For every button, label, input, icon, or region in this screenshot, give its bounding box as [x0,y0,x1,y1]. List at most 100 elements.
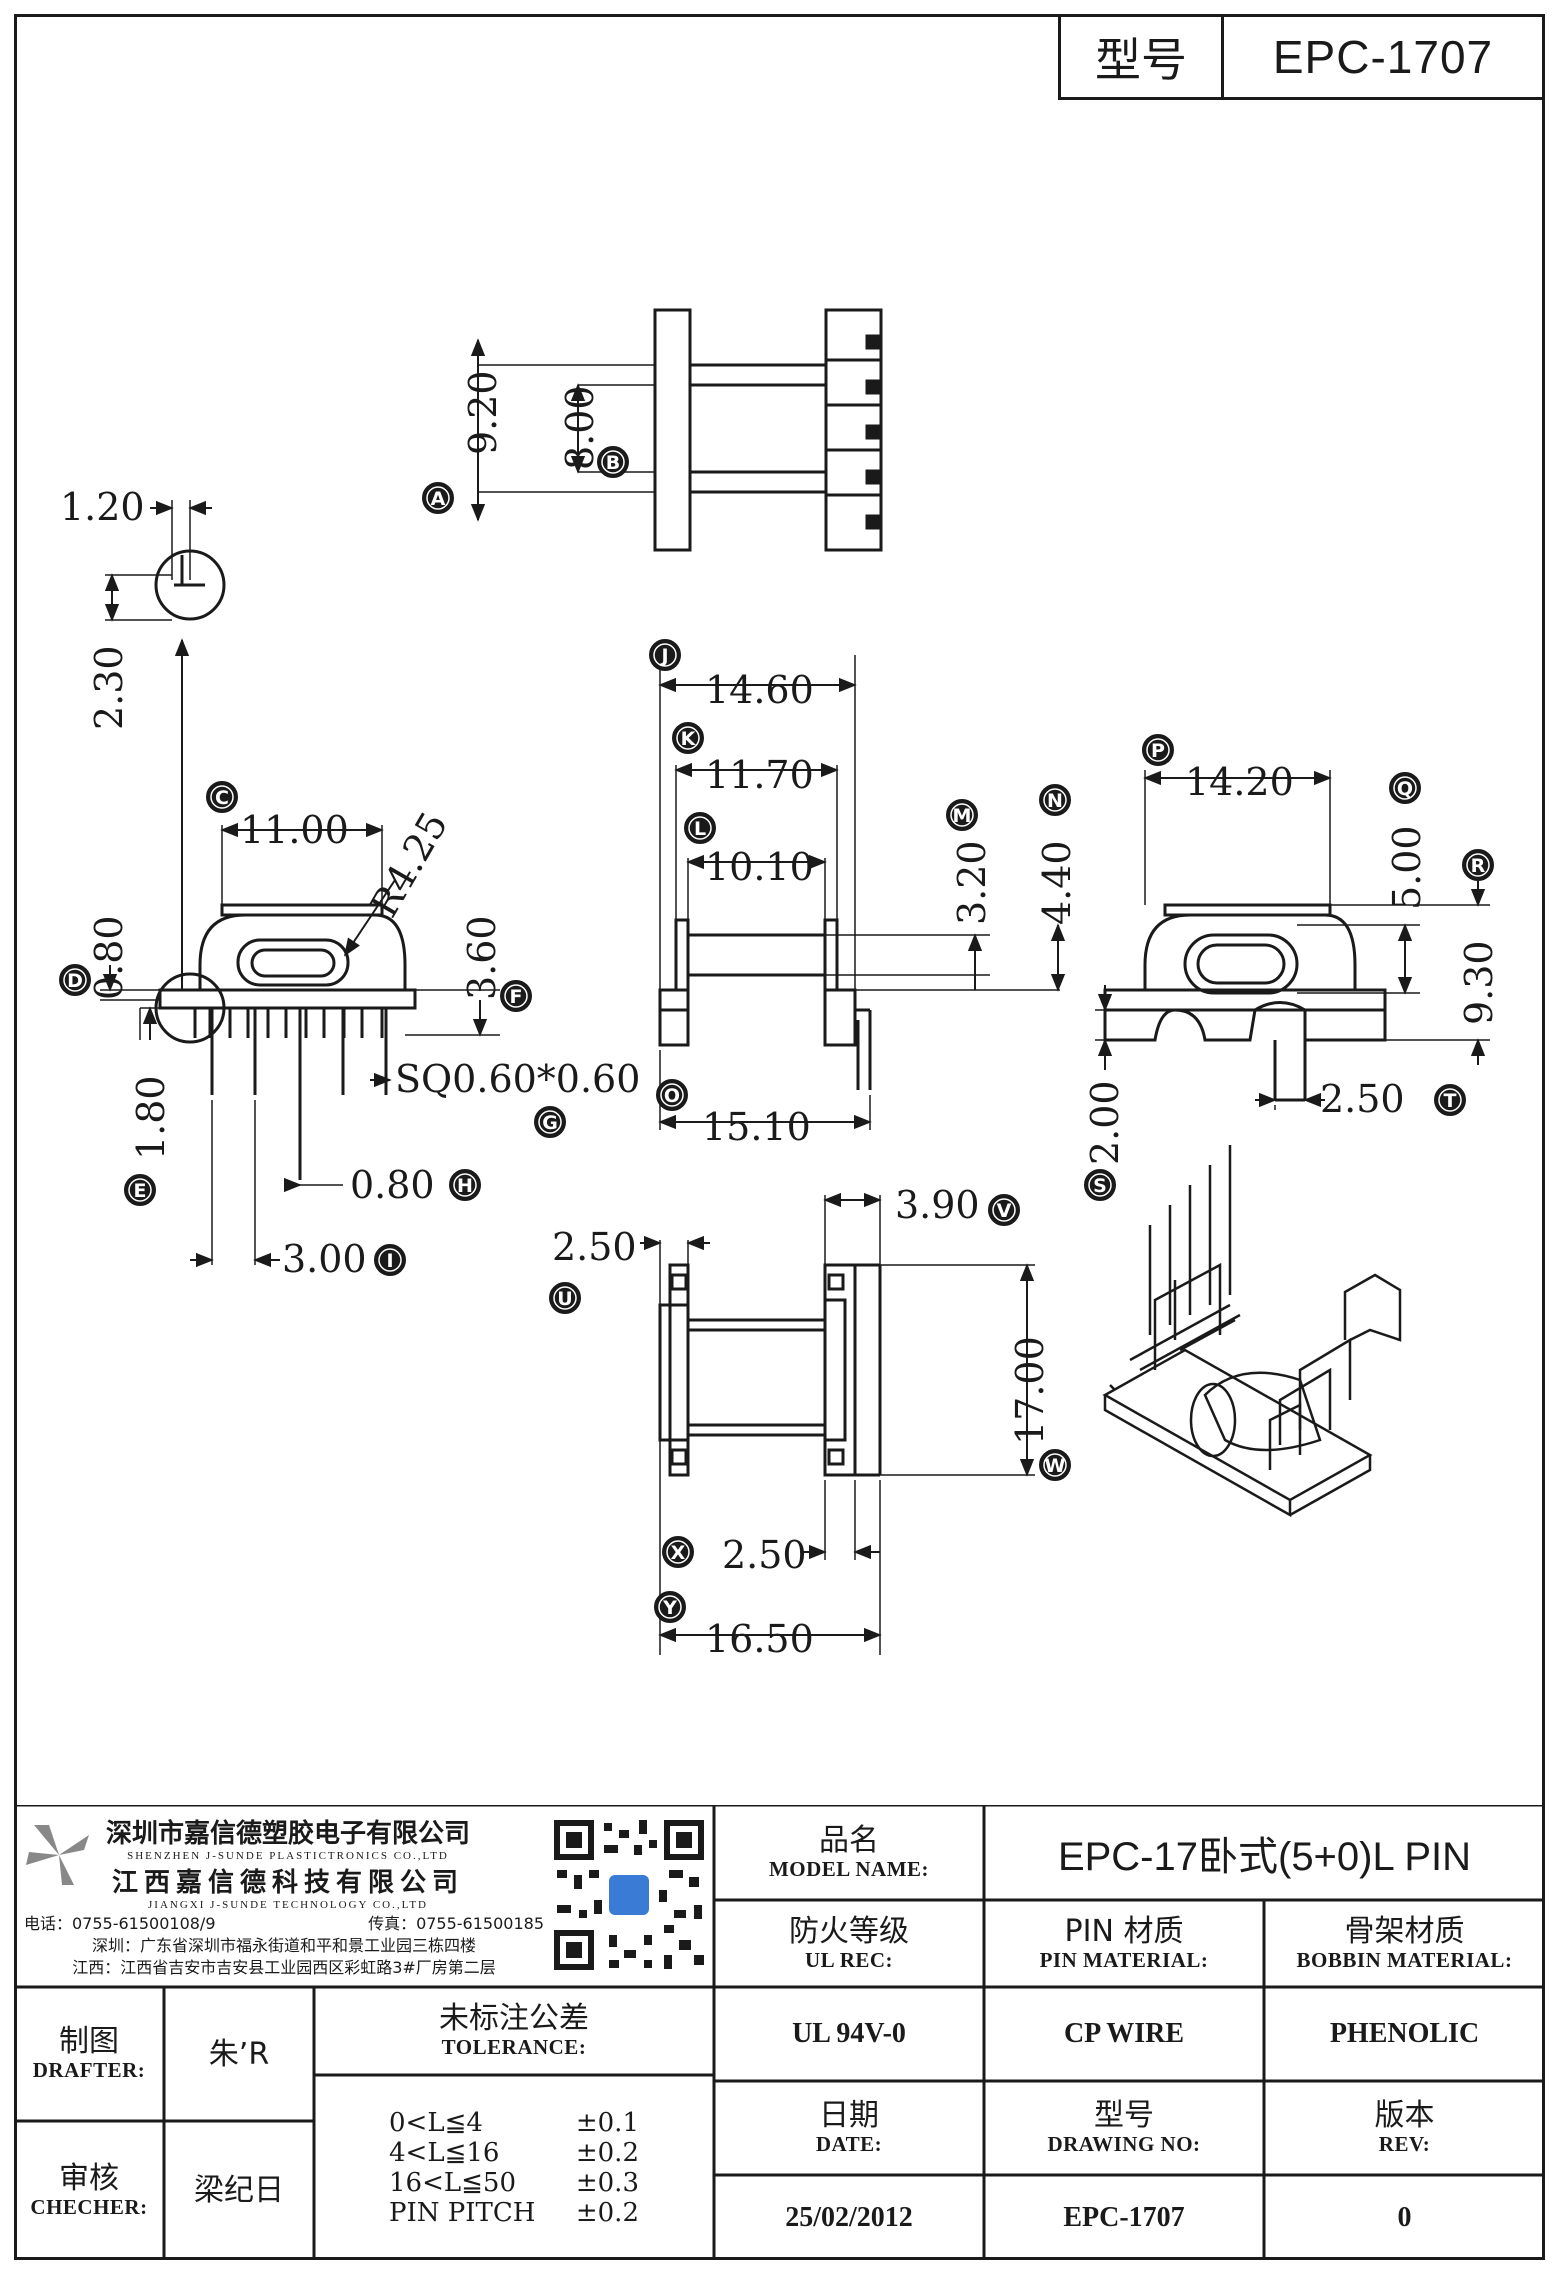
dim-15-10: 15.10 [702,1105,811,1149]
marker-t: T [1434,1084,1466,1116]
svg-text:I: I [386,1250,393,1272]
marker-g: G [534,1106,566,1138]
svg-text:B: B [606,452,620,474]
svg-text:S: S [1093,1175,1107,1197]
marker-o: O [656,1079,688,1111]
model-name-value: EPC-17卧式(5+0)L PIN [1057,1834,1472,1879]
ul-en: UL REC: [804,1947,894,1972]
marker-n: N [1039,784,1071,816]
side-view-right [1095,770,1490,1110]
svg-text:N: N [1047,790,1063,812]
dim-14-60: 14.60 [705,668,814,712]
drawing-no-value-cell: EPC-1707 [984,2175,1264,2260]
svg-text:C: C [215,787,229,809]
marker-u: U [549,1282,581,1314]
svg-text:W: W [1045,1455,1066,1477]
drawing-cn: 型号 [1094,2098,1154,2133]
dim-3-90: 3.90 [895,1183,980,1227]
marker-q: Q [1389,772,1421,804]
marker-x: X [662,1536,694,1568]
marker-a: A [422,482,454,514]
svg-text:X: X [671,1542,686,1564]
pin-label-cell: PIN 材质 PIN MATERIAL: [984,1900,1264,1987]
drafter-label-cell: 制图 DRAFTER: [14,1987,164,2121]
model-value: EPC-1707 [1272,31,1494,83]
model-name-value-cell: EPC-17卧式(5+0)L PIN [984,1805,1545,1900]
bobbin-value: PHENOLIC [1329,2018,1480,2049]
rev-value-cell: 0 [1264,2175,1545,2260]
dim-4-40: 4.40 [1035,840,1079,925]
marker-f: F [500,980,532,1012]
dim-8-00: 8.00 [558,385,602,470]
company-name-sz-en: SHENZHEN J-SUNDE PLASTICTRONICS CO.,LTD [127,1850,449,1862]
marker-e: E [124,1174,156,1206]
pin-value-cell: CP WIRE [984,1987,1264,2081]
pin-value: CP WIRE [1063,2018,1185,2049]
marker-c: C [206,781,238,813]
ul-value: UL 94V-0 [792,2018,906,2049]
svg-text:F: F [510,986,523,1008]
marker-m: M [946,799,978,831]
dim-9-30: 9.30 [1457,940,1501,1025]
svg-text:A: A [431,488,446,510]
date-en: DATE: [815,2132,883,2156]
title-block-grid [14,1805,1545,2260]
dim-10-10: 10.10 [705,845,814,889]
svg-text:R: R [1471,855,1486,877]
checker-value: 梁纪日 [194,2173,284,2208]
company-name-sz: 深圳市嘉信德塑胶电子有限公司 [106,1819,471,1849]
company-fax: 传真：0755-61500185 [368,1914,544,1933]
svg-text:P: P [1151,740,1165,762]
dim-2-30: 2.30 [87,645,131,730]
isometric-view [1102,1145,1402,1518]
dim-11-70: 11.70 [705,753,814,797]
tolerance-row: PIN PITCH±0.2 [389,2197,639,2228]
pin-cn: PIN 材质 [1064,1913,1184,1949]
dim-2-50-x: 2.50 [722,1533,807,1577]
dim-1-20: 1.20 [60,485,145,529]
checker-en: CHECHER: [30,2194,148,2219]
drawing-no-value: EPC-1707 [1063,2201,1185,2233]
marker-b: B [597,446,629,478]
dim-17-00: 17.00 [1008,1336,1052,1445]
dim-2-50-u: 2.50 [552,1225,637,1269]
svg-text:O: O [664,1085,680,1107]
dim-2-50-t: 2.50 [1320,1077,1405,1121]
drafter-value: 朱’R [208,2036,270,2072]
company-tel: 电话：0755-61500108/9 [24,1914,216,1933]
marker-v: V [988,1194,1020,1226]
company-address-sz: 深圳：广东省深圳市福永街道和平和景工业园三栋四楼 [91,1936,476,1955]
drawing-no-label-cell: 型号 DRAWING NO: [984,2081,1264,2175]
marker-d: D [59,964,91,996]
dim-1-80: 1.80 [129,1075,173,1160]
checker-label-cell: 审核 CHECHER: [14,2121,164,2260]
company-address-jx: 江西：江西省吉安市吉安县工业园西区彩虹路3#厂房第二层 [72,1958,496,1977]
qr-code-icon [549,1815,709,1975]
marker-l: L [684,812,716,844]
dim-5-00: 5.00 [1385,825,1429,910]
model-number-box: 型号 EPC-1707 [1058,14,1545,100]
dim-9-20: 9.20 [461,370,505,455]
bobbin-label-cell: 骨架材质 BOBBIN MATERIAL: [1264,1900,1545,1987]
bottom-view [640,1192,1035,1655]
date-cn: 日期 [819,2098,879,2133]
technical-drawing: 9.20 8.00 1.20 2.30 11.00 R4.25 0.80 3.6… [59,308,1501,1661]
dim-11-00: 11.00 [240,808,349,852]
tolerance-table: 0<L≦4±0.1 4<L≦16±0.2 16<L≦50±0.3 PIN PIT… [314,2075,714,2260]
marker-p: P [1142,734,1174,766]
drawing-frame [14,14,1545,2260]
side-view-left [100,500,500,1268]
company-area: 深圳市嘉信德塑胶电子有限公司 SHENZHEN J-SUNDE PLASTICT… [14,1805,714,1987]
tolerance-en: TOLERANCE: [441,2035,587,2059]
dim-r4-25: R4.25 [362,804,457,924]
title-block: 深圳市嘉信德塑胶电子有限公司 SHENZHEN J-SUNDE PLASTICT… [14,1805,1545,2260]
dim-sq: SQ0.60*0.60 [395,1057,640,1101]
marker-i: I [374,1244,406,1276]
svg-text:H: H [457,1175,473,1197]
drawing-en: DRAWING NO: [1047,2132,1201,2156]
dim-14-20: 14.20 [1185,760,1294,804]
dim-0-80-top: 0.80 [87,915,131,1000]
ul-value-cell: UL 94V-0 [714,1987,984,2081]
bobbin-cn: 骨架材质 [1344,1913,1465,1949]
